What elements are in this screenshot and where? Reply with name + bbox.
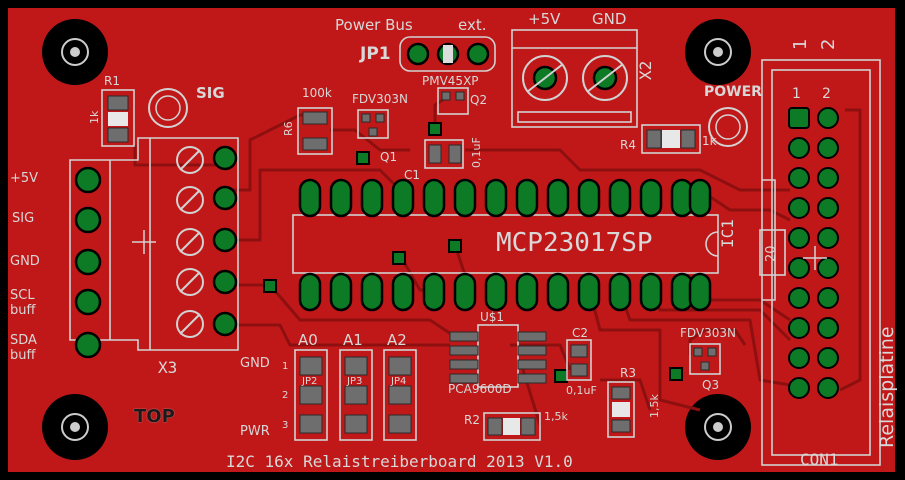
label-ic1: IC1 (718, 219, 737, 248)
label-x2: X2 (636, 60, 655, 80)
label-jp4: JP4 (391, 376, 407, 387)
mount-hole-tl (42, 19, 108, 85)
jp1-pin2-mark (443, 45, 453, 63)
r1-pad-bottom (107, 127, 129, 143)
label-r3-val: 1,5k (648, 394, 661, 418)
q3-outline (689, 343, 721, 375)
x3-terminals (176, 146, 204, 338)
q2-outline (437, 87, 469, 115)
label-ext: ext. (458, 16, 487, 34)
label-pmv45xp: PMV45XP (422, 74, 479, 88)
label-c2-val: 0,1uF (566, 384, 597, 397)
label-con-1: 1 (792, 86, 801, 102)
label-r6: R6 (282, 121, 295, 136)
label-q1: Q1 (380, 150, 398, 164)
label-jp1: JP1 (360, 44, 391, 64)
r1-pad-top (107, 95, 129, 111)
x3-left-pads (74, 166, 102, 359)
board-title: I2C 16x Relaistreiberboard 2013 V1.0 (226, 452, 573, 471)
label-jp-gnd: GND (240, 356, 270, 371)
label-sig-led: SIG (196, 84, 225, 102)
ic1-mcp23017 (292, 214, 719, 274)
con1-connector (759, 59, 881, 466)
label-r1-val: 1k (88, 110, 101, 124)
q1-outline (357, 109, 389, 139)
label-pin20: 20 (764, 245, 779, 262)
label-r6-val: 100k (302, 86, 332, 100)
r3-outline (607, 381, 635, 438)
c2-outline (566, 339, 592, 381)
label-q2: Q2 (470, 93, 488, 107)
x2-outline (511, 29, 638, 128)
label-a1: A1 (343, 331, 363, 349)
jp1-pin3 (466, 42, 490, 66)
con1-pads (788, 107, 839, 399)
label-5v-top: +5V (528, 10, 561, 28)
label-jp-n3: 3 (282, 420, 289, 431)
label-jp-pwr: PWR (240, 424, 270, 439)
r6-outline (297, 107, 333, 155)
r4-outline (641, 124, 701, 154)
r2-outline (483, 412, 541, 441)
label-power-led: POWER (704, 84, 762, 100)
label-con1: CON1 (800, 450, 839, 469)
label-r2: R2 (464, 413, 480, 427)
label-jp2: JP2 (302, 376, 318, 387)
label-x3: X3 (158, 358, 178, 377)
q1-via (356, 151, 370, 165)
mount-hole-br (685, 394, 751, 460)
q2-via (428, 122, 442, 136)
x3-pin-sda: SDA buff (10, 333, 37, 363)
r1-outline (101, 89, 135, 147)
label-r4-val: 1k (702, 134, 717, 148)
label-fdv303n-1: FDV303N (352, 92, 409, 106)
label-a2: A2 (387, 331, 407, 349)
mount-hole-bl (42, 394, 108, 460)
label-top: TOP (134, 406, 175, 427)
label-gnd-top: GND (592, 10, 627, 28)
x3-pads (212, 145, 238, 337)
label-jp3: JP3 (347, 376, 363, 387)
label-mcp23017: MCP23017SP (496, 228, 653, 258)
label-c2: C2 (572, 326, 589, 340)
label-con-2: 2 (822, 86, 831, 102)
label-q3: Q3 (702, 378, 720, 392)
c1-outline (424, 139, 464, 169)
label-jp-n1: 1 (282, 361, 289, 372)
x3-pin-gnd: GND (10, 254, 40, 269)
label-c1: C1 (404, 168, 421, 182)
x3-pin-sig: SIG (12, 211, 35, 226)
jp1-outline (399, 36, 496, 72)
x3-pin-5v: +5V (10, 171, 39, 186)
label-a0: A0 (298, 331, 318, 349)
x3-pin-scl: SCL buff (10, 288, 36, 318)
sig-led (148, 88, 188, 128)
label-r3: R3 (620, 366, 636, 380)
jp1-pin1 (406, 42, 430, 66)
label-relaisplatine: Relaisplatine (876, 326, 898, 448)
label-power-bus: Power Bus (335, 16, 413, 34)
x2-terminal-1 (522, 55, 568, 101)
ic1-top-pins (298, 178, 712, 218)
u1-pca9600d (449, 324, 547, 388)
label-r1: R1 (104, 74, 120, 88)
label-u1: U$1 (480, 310, 505, 324)
ic1-bottom-pins (298, 272, 712, 312)
label-r4: R4 (620, 138, 636, 152)
mount-hole-tr (685, 19, 751, 85)
label-jp-n2: 2 (282, 390, 289, 401)
power-led (708, 107, 748, 147)
label-pca9600d: PCA9600D (448, 382, 512, 396)
label-r2-val: 1,5k (544, 410, 568, 423)
addr-jumpers (294, 349, 417, 441)
label-con-1-top: 1 (790, 38, 811, 50)
x2-terminal-2 (582, 55, 628, 101)
label-fdv303n-2: FDV303N (680, 326, 737, 340)
label-c1-val: 0,1uF (470, 137, 483, 168)
label-con-2-top: 2 (818, 38, 839, 50)
